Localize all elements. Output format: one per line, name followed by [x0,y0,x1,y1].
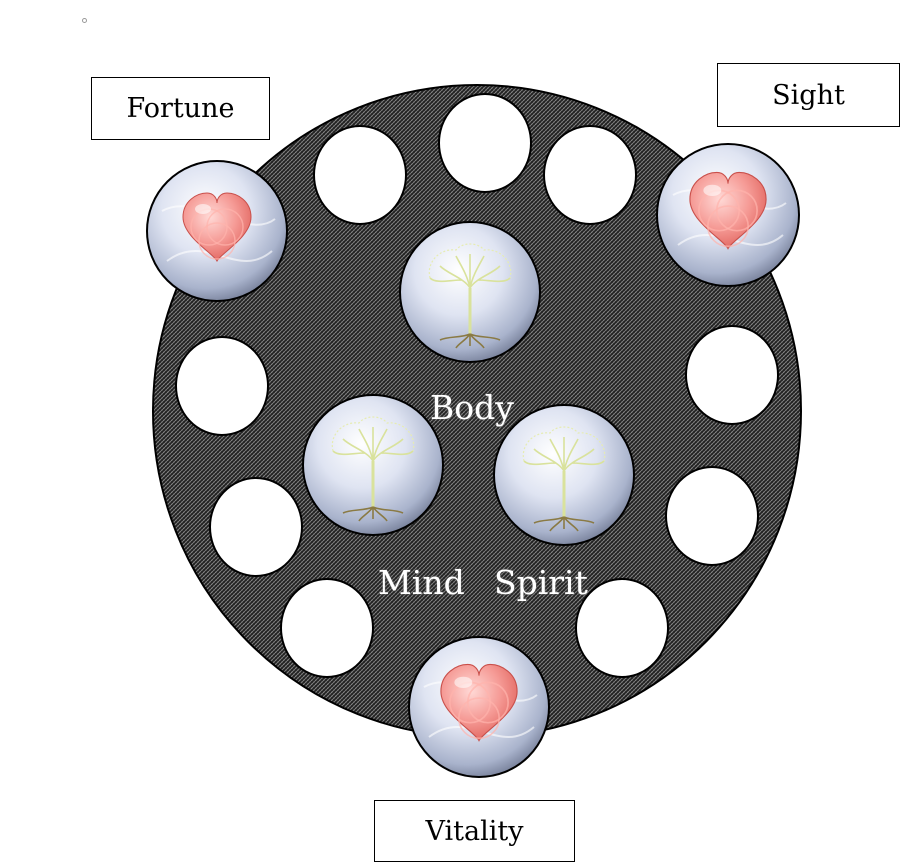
stray-dot [82,18,87,23]
sight-label: Sight [717,63,900,127]
heart-token-fortune [146,160,288,302]
mind-word: Mind [378,563,465,602]
tree-token-spirit [493,404,635,546]
heart-token-sight [656,143,800,287]
empty-slot [685,325,779,425]
body-word: Body [430,388,514,427]
empty-slot [280,578,374,678]
empty-slot [209,477,303,577]
spirit-word: Spirit [494,563,588,602]
empty-slot [438,93,532,193]
heart-token-vitality [408,636,550,778]
empty-slot [313,125,407,225]
empty-slot [543,125,637,225]
empty-slot [665,466,759,566]
vitality-label: Vitality [374,800,575,862]
empty-slot [575,578,669,678]
fortune-label: Fortune [91,77,270,140]
tree-token-body [399,221,541,363]
empty-slots [175,93,779,678]
tree-token-mind [302,394,444,536]
empty-slot [175,336,269,436]
